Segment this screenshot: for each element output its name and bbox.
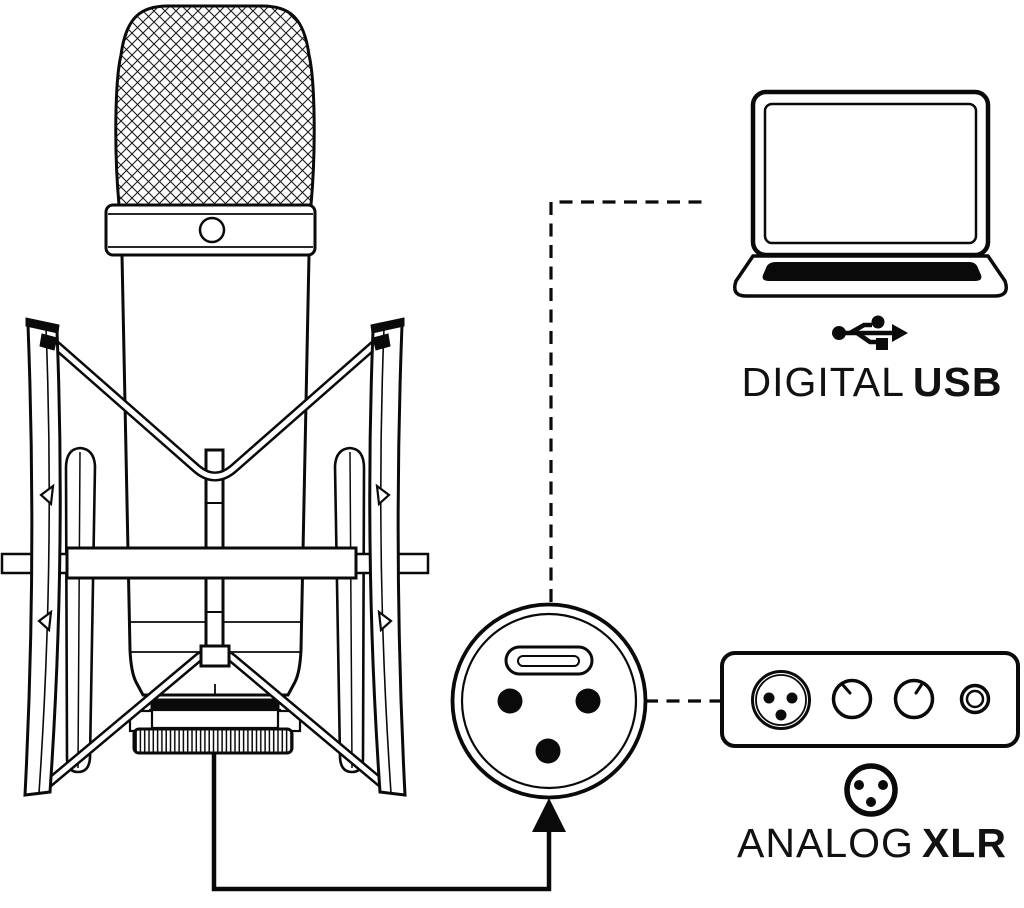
interface-knob-2 bbox=[893, 678, 935, 720]
interface-knob-1 bbox=[831, 678, 873, 720]
usb-dashed-line bbox=[549, 200, 709, 645]
arrow-up bbox=[532, 798, 566, 832]
connector-face bbox=[450, 602, 648, 800]
digital-word: DIGITAL bbox=[741, 359, 905, 405]
mic-output-ring bbox=[128, 698, 302, 755]
interface-headphone-jack bbox=[959, 683, 991, 715]
xlr-icon bbox=[844, 763, 898, 817]
mic-collar bbox=[104, 203, 317, 257]
cable-line bbox=[211, 752, 566, 892]
usb-word: USB bbox=[912, 359, 1003, 405]
shock-mount bbox=[0, 317, 430, 797]
interface-xlr-input bbox=[751, 670, 811, 730]
xlr-pins-icon bbox=[497, 688, 601, 764]
usb-trident-icon bbox=[832, 315, 908, 350]
mic-led bbox=[198, 216, 226, 244]
audio-interface-icon bbox=[720, 651, 1020, 748]
mount-prongs bbox=[64, 446, 366, 774]
laptop-keyboard bbox=[762, 262, 982, 281]
laptop-icon bbox=[733, 89, 1008, 298]
mount-lower-clamp bbox=[199, 644, 231, 668]
mount-arms bbox=[23, 317, 407, 797]
mic-grille bbox=[114, 4, 316, 207]
xlr-word: XLR bbox=[921, 820, 1007, 866]
analog-word: ANALOG bbox=[737, 820, 914, 866]
usb-c-port-icon bbox=[504, 645, 594, 676]
mount-bar bbox=[0, 546, 430, 580]
connection-lines bbox=[549, 200, 721, 703]
